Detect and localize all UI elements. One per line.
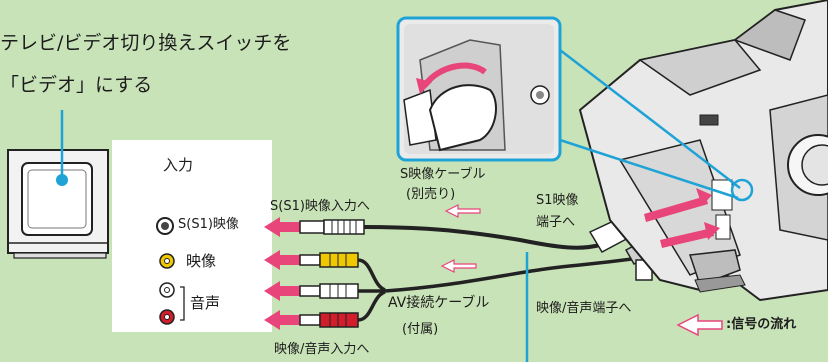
s1-terminal-label-2: 端子へ	[536, 215, 576, 230]
av-cable-label: AV接続ケーブル	[388, 295, 490, 311]
legend-signal-arrow-icon	[676, 313, 723, 337]
tv-switch-marker	[56, 174, 68, 186]
finger-icon	[428, 84, 497, 152]
tv-video-label: 映像	[186, 252, 217, 270]
s-video-cable	[363, 225, 601, 250]
instruction-line1: テレビ/ビデオ切り換えスイッチを	[0, 32, 292, 54]
input-arrows	[264, 217, 300, 330]
av-cable-note: (付属)	[402, 322, 439, 337]
av-cable-bundle	[357, 256, 641, 322]
audio-bracket	[180, 286, 185, 321]
audio-left-jack-icon	[159, 282, 175, 298]
instruction-line2: 「ビデオ」にする	[0, 74, 153, 96]
legend-label: :信号の流れ	[726, 317, 797, 332]
s-video-jack-icon	[156, 217, 174, 235]
switch-direction-arrow	[422, 62, 487, 87]
av-audio-right-plug	[299, 312, 359, 328]
s-video-input-label: S(S1)映像入力へ	[270, 199, 370, 214]
s-video-plug	[299, 219, 365, 235]
tv-audio-label: 音声	[190, 294, 221, 312]
tv-input-title: 入力	[163, 156, 194, 174]
av-audio-left-plug	[299, 283, 359, 299]
video-jack-icon	[159, 253, 175, 269]
av-terminal-label: 映像/音声端子へ	[536, 301, 632, 316]
s-video-cable-note: (別売り)	[406, 187, 456, 202]
audio-right-jack-icon	[159, 309, 175, 325]
tv-illustration	[7, 149, 109, 259]
tv-s-video-label: S(S1)映像	[178, 217, 239, 232]
s1-terminal-marker	[730, 178, 754, 202]
av-input-label: 映像/音声入力へ	[274, 342, 370, 357]
s1-terminal-label: S1映像	[536, 193, 579, 208]
switch-zoom-inset	[396, 16, 562, 162]
camcorder-illustration	[578, 0, 828, 302]
s-video-cable-label: S映像ケーブル	[400, 167, 486, 182]
tv-input-panel	[112, 140, 272, 332]
camera-input-arrows	[644, 188, 720, 248]
signal-arrows-cables	[440, 204, 481, 273]
av-video-plug	[299, 252, 359, 268]
inset-connector-lines	[559, 49, 741, 200]
